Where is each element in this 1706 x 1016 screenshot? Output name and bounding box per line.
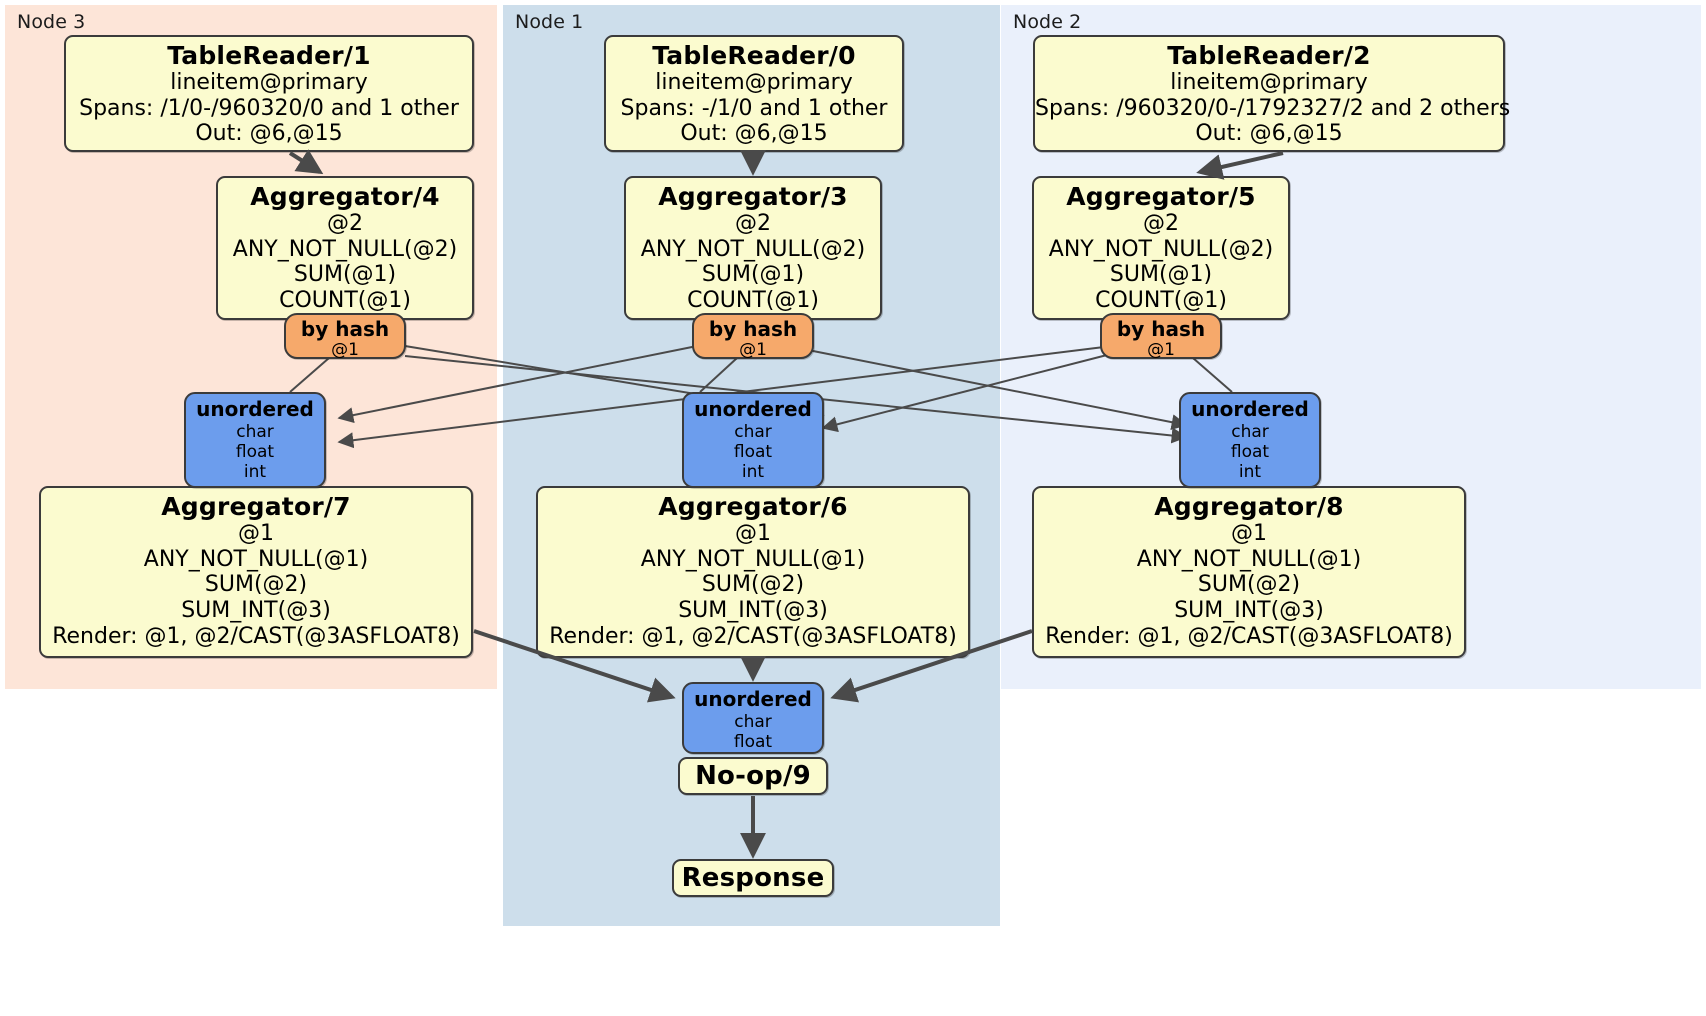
- processor-line: COUNT(@1): [279, 288, 411, 314]
- edge-hash1-to-sync2: [807, 349, 1188, 431]
- processor-line: @2: [327, 211, 363, 236]
- router-title: by hash: [708, 317, 798, 341]
- processor-line: @1: [1231, 521, 1267, 546]
- router-by-hash-node-3[interactable]: by hash @1: [284, 313, 406, 360]
- processor-aggregator-6[interactable]: Aggregator/6 @1 ANY_NOT_NULL(@1) SUM(@2)…: [536, 486, 970, 658]
- processor-line: SUM(@1): [293, 262, 397, 288]
- processor-line: SUM_INT(@3): [181, 598, 331, 624]
- processor-title: Response: [681, 863, 825, 893]
- processor-line: ANY_NOT_NULL(@1): [1136, 546, 1362, 572]
- edge-tablereader2-to-aggregator5: [1196, 151, 1284, 180]
- processor-title: Aggregator/5: [1066, 182, 1256, 211]
- processor-line: Render: @1, @2/CAST(@3ASFLOAT8): [1045, 623, 1453, 649]
- edge-hash2-to-sync2-local: [1192, 357, 1233, 393]
- processor-line: SUM_INT(@3): [1174, 598, 1324, 624]
- synchronizer-type: float: [1230, 441, 1270, 462]
- edge-aggregator8-to-unordered-final: [830, 629, 1033, 703]
- edge-hash1-to-sync3: [337, 345, 698, 424]
- processor-tablereader-2[interactable]: TableReader/2 lineitem@primary Spans: /9…: [1033, 35, 1511, 152]
- processor-aggregator-7[interactable]: Aggregator/7 @1 ANY_NOT_NULL(@1) SUM(@2)…: [39, 486, 473, 658]
- synchronizer-type: float: [235, 441, 275, 462]
- processor-title: TableReader/0: [652, 41, 856, 70]
- synchronizer-title: unordered: [694, 687, 812, 711]
- processor-line: Out: @6,@15: [680, 121, 828, 147]
- processor-line: Spans: -/1/0 and 1 other: [620, 95, 888, 121]
- synchronizer-type: int: [1238, 462, 1262, 483]
- synchronizer-type: char: [734, 711, 772, 732]
- processor-line: SUM(@2): [204, 572, 308, 598]
- processor-title: Aggregator/6: [658, 492, 848, 521]
- synchronizer-type: float: [733, 731, 773, 752]
- processor-aggregator-8[interactable]: Aggregator/8 @1 ANY_NOT_NULL(@1) SUM(@2)…: [1032, 486, 1466, 658]
- processor-response[interactable]: Response: [672, 859, 834, 897]
- processor-line: @2: [735, 211, 771, 236]
- processor-tablereader-1[interactable]: TableReader/1 lineitem@primary Spans: /1…: [64, 35, 474, 152]
- panel-node-1-label: Node 1: [515, 11, 584, 33]
- router-title: by hash: [1116, 317, 1206, 341]
- edge-hash3-to-sync3-local: [289, 357, 330, 393]
- processor-title: No-op/9: [695, 761, 811, 791]
- synchronizer-title: unordered: [1191, 397, 1309, 421]
- processor-aggregator-4[interactable]: Aggregator/4 @2 ANY_NOT_NULL(@2) SUM(@1)…: [216, 176, 474, 320]
- processor-line: Out: @6,@15: [195, 121, 343, 147]
- panel-node-3-label: Node 3: [17, 11, 86, 33]
- processor-line: COUNT(@1): [1095, 288, 1227, 314]
- edge-hash2-to-sync1: [821, 354, 1108, 433]
- processor-line: Spans: /1/0-/960320/0 and 1 other: [79, 95, 459, 121]
- processor-line: ANY_NOT_NULL(@2): [1048, 236, 1274, 262]
- processor-line: @1: [735, 521, 771, 546]
- router-by-hash-node-2[interactable]: by hash @1: [1100, 313, 1222, 360]
- processor-line: lineitem@primary: [655, 70, 853, 95]
- processor-line: lineitem@primary: [170, 70, 368, 95]
- processor-line: ANY_NOT_NULL(@1): [143, 546, 369, 572]
- edge-hash1-to-sync1-local: [699, 357, 738, 393]
- processor-line: Render: @1, @2/CAST(@3ASFLOAT8): [52, 623, 460, 649]
- processor-line: SUM(@1): [701, 262, 805, 288]
- synchronizer-unordered-final[interactable]: unordered char float: [682, 682, 824, 754]
- processor-no-op-9[interactable]: No-op/9: [678, 757, 828, 795]
- synchronizer-type: float: [733, 441, 773, 462]
- router-column: @1: [1147, 340, 1175, 360]
- processor-line: @1: [238, 521, 274, 546]
- processor-title: Aggregator/8: [1154, 492, 1344, 521]
- synchronizer-type: int: [741, 462, 765, 483]
- synchronizer-type: char: [734, 421, 772, 442]
- processor-line: SUM(@2): [701, 572, 805, 598]
- panel-node-2-label: Node 2: [1013, 11, 1082, 33]
- processor-line: lineitem@primary: [1170, 70, 1368, 95]
- processor-title: Aggregator/4: [250, 182, 440, 211]
- router-column: @1: [739, 340, 767, 360]
- processor-line: SUM(@1): [1109, 262, 1213, 288]
- processor-title: TableReader/2: [1167, 41, 1371, 70]
- synchronizer-title: unordered: [196, 397, 314, 421]
- processor-line: Out: @6,@15: [1195, 121, 1343, 147]
- processor-line: ANY_NOT_NULL(@2): [640, 236, 866, 262]
- processor-line: COUNT(@1): [687, 288, 819, 314]
- processor-title: Aggregator/7: [161, 492, 351, 521]
- processor-line: Render: @1, @2/CAST(@3ASFLOAT8): [549, 623, 957, 649]
- synchronizer-unordered-node-3[interactable]: unordered char float int: [184, 392, 326, 488]
- processor-aggregator-3[interactable]: Aggregator/3 @2 ANY_NOT_NULL(@2) SUM(@1)…: [624, 176, 882, 320]
- router-by-hash-node-1[interactable]: by hash @1: [692, 313, 814, 360]
- synchronizer-title: unordered: [694, 397, 812, 421]
- router-title: by hash: [300, 317, 390, 341]
- processor-line: SUM_INT(@3): [678, 598, 828, 624]
- synchronizer-unordered-node-1[interactable]: unordered char float int: [682, 392, 824, 488]
- processor-title: Aggregator/3: [658, 182, 848, 211]
- processor-line: Spans: /960320/0-/1792327/2 and 2 others: [1035, 95, 1511, 121]
- processor-tablereader-0[interactable]: TableReader/0 lineitem@primary Spans: -/…: [604, 35, 904, 152]
- edge-aggregator7-to-unordered-final: [473, 629, 676, 703]
- router-column: @1: [331, 340, 359, 360]
- processor-line: @2: [1143, 211, 1179, 236]
- processor-line: ANY_NOT_NULL(@1): [640, 546, 866, 572]
- synchronizer-type: char: [236, 421, 274, 442]
- synchronizer-type: char: [1231, 421, 1269, 442]
- processor-line: ANY_NOT_NULL(@2): [232, 236, 458, 262]
- synchronizer-type: int: [243, 462, 267, 483]
- processor-line: SUM(@2): [1197, 572, 1301, 598]
- processor-title: TableReader/1: [167, 41, 371, 70]
- edge-tablereader1-to-aggregator4: [288, 149, 324, 175]
